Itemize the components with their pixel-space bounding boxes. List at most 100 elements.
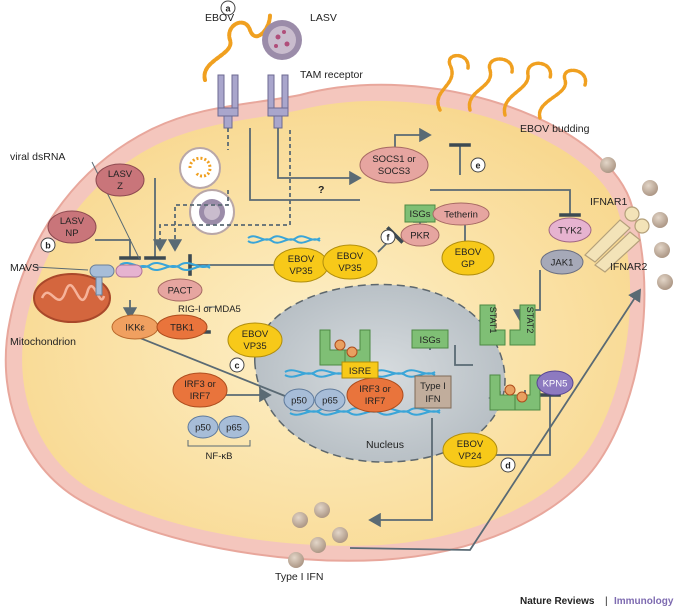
ebov-vp24-oval: EBOV VP24 [442, 432, 498, 468]
svg-text:p50: p50 [291, 396, 307, 407]
svg-text:LASV: LASV [60, 216, 85, 227]
svg-text:STAT1: STAT1 [488, 307, 498, 334]
nucleus [254, 283, 506, 463]
svg-text:VP35: VP35 [338, 263, 361, 274]
svg-text:IRF7: IRF7 [190, 391, 211, 402]
panel-c-marker: c [229, 357, 245, 373]
svg-text:EBOV: EBOV [337, 251, 364, 262]
svg-text:NF-κB: NF-κB [206, 451, 233, 462]
irf37-nucleus-oval: IRF3 or IRF7 [346, 377, 404, 413]
svg-text:TBK1: TBK1 [170, 323, 194, 334]
lasv-np-oval: LASV NP [47, 210, 97, 244]
ebov-vp35-mid-oval: EBOV VP35 [322, 244, 378, 280]
svg-text:IKKε: IKKε [125, 323, 145, 334]
svg-text:PKR: PKR [410, 231, 430, 242]
svg-text:VP24: VP24 [458, 451, 481, 462]
pact-oval: PACT [157, 278, 203, 302]
svg-text:TYK2: TYK2 [558, 226, 582, 237]
mavs-label: MAVS [10, 262, 39, 274]
svg-text:JAK1: JAK1 [551, 258, 574, 269]
kpn5-oval: KPN5 [536, 370, 574, 396]
mavs-protein [89, 264, 143, 296]
ifn-beads-bottom [288, 502, 348, 568]
ebov-virion [202, 13, 272, 82]
svg-text:p50: p50 [195, 423, 211, 434]
viral-dsrna-vp35 [247, 235, 321, 244]
svg-text:Type I: Type I [420, 381, 446, 392]
nucleus-label: Nucleus [366, 439, 404, 451]
mitochondrion [33, 273, 111, 323]
isgs-nucleus-box: ISGs [411, 329, 449, 349]
type1-ifn-gene-box: Type I IFN [414, 375, 452, 409]
ifn-beads-right [600, 157, 673, 290]
svg-text:Tetherin: Tetherin [444, 210, 478, 221]
ebov-budding-label: EBOV budding [520, 123, 590, 135]
svg-text:LASV: LASV [108, 169, 133, 180]
panel-a-marker: a [220, 0, 236, 16]
svg-text:EBOV: EBOV [455, 247, 482, 258]
socs-oval: SOCS1 or SOCS3 [359, 146, 429, 184]
nucleus-p50-p65: p50 p65 [283, 388, 346, 412]
panel-b-marker: b [40, 237, 56, 253]
rig-mda5-label: RIG-I or MDA5 [178, 304, 241, 315]
ebov-budding-filaments [436, 53, 588, 120]
svg-text:VP35: VP35 [289, 266, 312, 277]
tyk2-oval: TYK2 [548, 217, 592, 243]
stat1-protein: STAT1 [479, 304, 506, 346]
svg-text:STAT2: STAT2 [525, 307, 535, 334]
nfkb-complex: p50 p65 NF-κB [187, 415, 251, 462]
pkr-oval: PKR [400, 223, 440, 247]
svg-text:EBOV: EBOV [288, 254, 315, 265]
svg-text:b: b [45, 241, 51, 251]
isgf3-complex-nuclear [319, 329, 371, 366]
isgf3-complex-cytoplasm [489, 374, 541, 411]
svg-text:IRF3 or: IRF3 or [359, 384, 391, 395]
question-label: ? [318, 184, 324, 196]
tetherin-oval: Tetherin [432, 202, 490, 226]
svg-text:IFN: IFN [425, 394, 440, 405]
svg-text:c: c [234, 361, 239, 371]
svg-text:VP35: VP35 [243, 341, 266, 352]
isre-box: ISRE [341, 361, 379, 379]
journal-section: Immunology [614, 596, 674, 607]
stat2-protein: STAT2 [509, 304, 536, 346]
svg-text:p65: p65 [226, 423, 242, 434]
ebov-vp35-top-oval: EBOV VP35 [273, 247, 329, 283]
jak1-oval: JAK1 [540, 249, 584, 275]
endosome-ebov [179, 147, 221, 189]
svg-text:ISGs: ISGs [419, 335, 440, 346]
ifnar2-label: IFNAR2 [610, 261, 648, 273]
irf37-left-oval: IRF3 or IRF7 [172, 372, 228, 408]
svg-text:EBOV: EBOV [457, 439, 484, 450]
lasv-label: LASV [310, 12, 337, 24]
ifnar1-label: IFNAR1 [590, 196, 628, 208]
ebov-gp-oval: EBOV GP [441, 240, 495, 276]
svg-text:ISGs: ISGs [409, 209, 430, 220]
panel-d-marker: d [500, 457, 516, 473]
type1-ifn-out-label: Type I IFN [275, 571, 323, 583]
svg-text:KPN5: KPN5 [543, 379, 568, 390]
mitochondrion-label: Mitochondrion [10, 336, 76, 348]
footer-separator: | [605, 596, 608, 607]
svg-text:EBOV: EBOV [242, 329, 269, 340]
svg-text:f: f [387, 233, 391, 243]
svg-text:Z: Z [117, 181, 123, 192]
svg-text:GP: GP [461, 259, 475, 270]
ifnar-receptor [584, 206, 650, 273]
endosome-lasv [189, 189, 235, 235]
svg-text:p65: p65 [322, 396, 338, 407]
svg-text:IRF7: IRF7 [365, 396, 386, 407]
ikke-oval: IKKε [111, 314, 159, 340]
mavs-leader [34, 266, 89, 271]
isgs-cytoplasm-box: ISGs [404, 204, 436, 223]
svg-text:e: e [475, 161, 480, 171]
receptor-left [217, 74, 239, 129]
tbk1-oval: TBK1 [156, 314, 208, 340]
ebov-vp35-left-oval: EBOV VP35 [227, 322, 283, 358]
svg-text:ISRE: ISRE [349, 366, 371, 377]
lasv-virion [262, 20, 302, 60]
svg-text:d: d [505, 461, 511, 471]
svg-text:SOCS1 or: SOCS1 or [372, 154, 415, 165]
